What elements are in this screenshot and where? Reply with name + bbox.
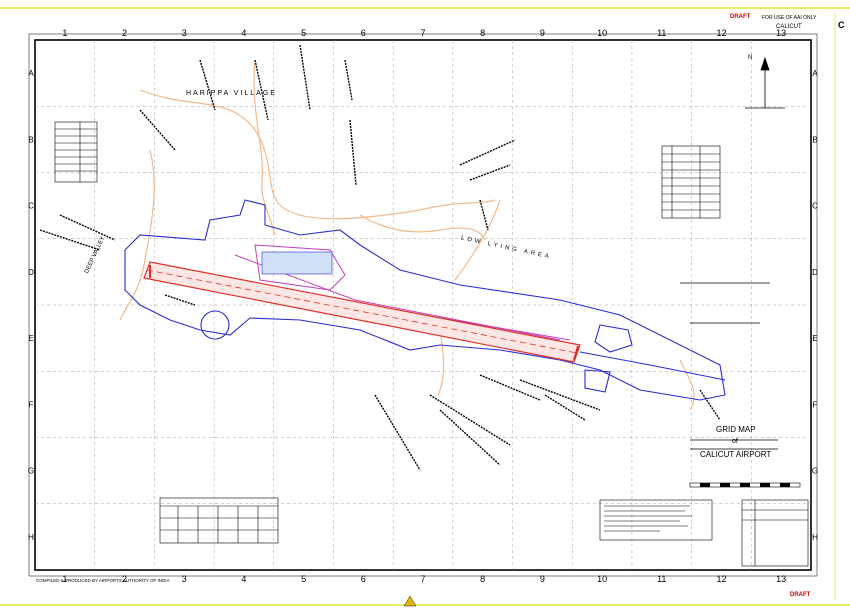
notes-box xyxy=(599,499,713,541)
grid-col-label: 7 xyxy=(420,574,425,584)
grid-col-label: 12 xyxy=(716,28,726,38)
hatch-stroke xyxy=(164,294,196,306)
hatch-stroke xyxy=(59,214,116,241)
hatch-stroke xyxy=(199,59,216,111)
draft-label-top: DRAFT xyxy=(730,14,751,20)
hatch-stroke xyxy=(699,389,721,421)
grid-row-label: H xyxy=(812,533,818,542)
grid-row-label: A xyxy=(812,69,818,78)
grid-row-label: D xyxy=(28,268,34,277)
grid-row-label: H xyxy=(28,533,34,542)
grid-row-label: B xyxy=(28,135,33,144)
grid-col-label: 13 xyxy=(776,574,786,584)
title-block-rules xyxy=(680,282,778,450)
grid-row-label: A xyxy=(28,69,34,78)
compiled-by: COMPILED & PRODUCED BY AIRPORTS AUTHORIT… xyxy=(36,578,170,583)
grid-col-label: 2 xyxy=(122,28,127,38)
grid-col-label: 3 xyxy=(182,574,187,584)
grid-col-label: 2 xyxy=(122,574,127,584)
grid-row-label: G xyxy=(812,467,818,476)
grid-col-label: 12 xyxy=(716,574,726,584)
grid-row-label: E xyxy=(812,334,817,343)
grid-col-label: 10 xyxy=(597,574,607,584)
grid-col-label: 13 xyxy=(776,28,786,38)
grid-row-label: B xyxy=(812,135,817,144)
title-line2: of xyxy=(732,438,738,445)
village-label: HARIPPA VILLAGE xyxy=(186,90,277,97)
hatch-stroke xyxy=(139,109,176,151)
north-arrow-icon xyxy=(745,56,785,109)
grid-col-label: 9 xyxy=(540,574,545,584)
corner-mark: C xyxy=(838,20,845,30)
map-border-outer xyxy=(28,33,818,577)
grid-col-label: 6 xyxy=(361,574,366,584)
grid-col-label: 11 xyxy=(657,28,666,38)
grid-col-label: 4 xyxy=(241,574,246,584)
revision-block xyxy=(741,499,809,567)
grid-col-label: 10 xyxy=(597,28,607,38)
title-line1: GRID MAP xyxy=(716,425,756,434)
legend-table-right xyxy=(661,145,721,219)
hatch-stroke xyxy=(344,59,353,101)
terrain-contours xyxy=(119,59,695,411)
hatch-stroke xyxy=(39,229,101,251)
hatch-stroke xyxy=(299,44,311,111)
hatch-stroke xyxy=(459,139,516,166)
hatch-stroke xyxy=(544,394,586,421)
hatch-stroke xyxy=(349,119,357,186)
grid-lines xyxy=(35,40,811,570)
grid-row-label: G xyxy=(28,467,34,476)
grid-row-label: D xyxy=(812,268,818,277)
hatch-stroke xyxy=(479,374,541,401)
grid-col-label: 6 xyxy=(361,28,366,38)
hatch-stroke xyxy=(439,409,501,466)
grid-col-label: 11 xyxy=(657,574,666,584)
grid-col-label: 8 xyxy=(480,28,485,38)
hatch-stroke xyxy=(254,59,269,121)
north-label: N xyxy=(748,55,753,61)
aai-logo-icon xyxy=(403,595,417,607)
obstacle-hatches xyxy=(39,44,721,471)
draft-label-bottom: DRAFT xyxy=(790,592,811,598)
terminal-apron xyxy=(261,251,333,275)
grid-col-label: 4 xyxy=(241,28,246,38)
airport-code: CALICUT xyxy=(776,24,802,30)
hatch-stroke xyxy=(479,199,489,231)
title-line3: CALICUT AIRPORT xyxy=(700,450,772,459)
grid-col-label: 5 xyxy=(301,574,306,584)
legend-table-bottom xyxy=(159,497,279,544)
grid-row-label: C xyxy=(28,202,34,211)
hatch-stroke xyxy=(374,394,421,471)
grid-col-label: 8 xyxy=(480,574,485,584)
grid-row-label: F xyxy=(813,400,818,409)
approach-lighting xyxy=(579,351,726,381)
grid-col-label: 5 xyxy=(301,28,306,38)
grid-row-label: F xyxy=(29,400,34,409)
grid-col-label: 3 xyxy=(182,28,187,38)
hatch-stroke xyxy=(429,394,511,446)
grid-row-label: C xyxy=(812,202,818,211)
restriction-label: FOR USE OF AAI ONLY xyxy=(762,15,817,21)
airport-boundary xyxy=(124,199,726,401)
grid-col-label: 9 xyxy=(540,28,545,38)
runway xyxy=(143,261,581,363)
hatch-stroke xyxy=(469,164,511,181)
grid-col-label: 7 xyxy=(420,28,425,38)
grid-col-label: 1 xyxy=(62,574,67,584)
legend-table-left xyxy=(54,121,98,183)
scale-bar xyxy=(689,482,801,488)
grid-row-label: E xyxy=(28,334,33,343)
grid-col-label: 1 xyxy=(62,28,67,38)
hatch-stroke xyxy=(519,379,601,411)
